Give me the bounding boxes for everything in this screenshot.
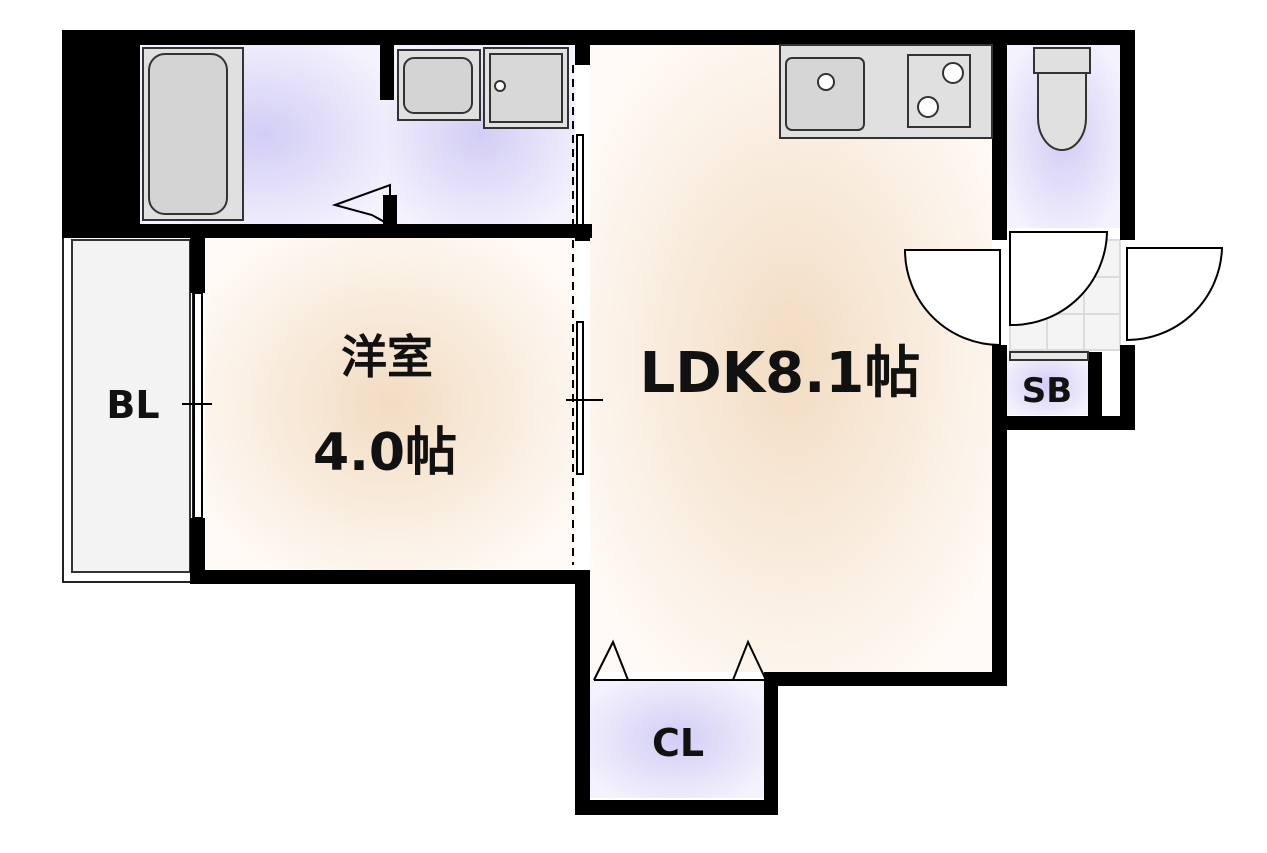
balcony — [62, 235, 194, 583]
ldk-label: LDK8.1帖 — [640, 341, 921, 406]
ldk-floor — [590, 45, 992, 672]
washbasin-icon — [397, 49, 481, 121]
walls — [62, 30, 1135, 815]
shoe-box-floor — [1006, 355, 1088, 415]
shoe-box-shelf — [1009, 351, 1089, 361]
kitchen-sink-icon — [785, 57, 865, 131]
western-room-size: 4.0帖 — [313, 423, 457, 483]
western-room-floor — [205, 238, 575, 570]
shoe-box-label: SB — [1022, 371, 1072, 411]
washing-machine-pan-icon — [483, 47, 569, 129]
toilet-icon — [1033, 47, 1091, 151]
closet-label: CL — [652, 721, 704, 765]
bathtub-icon — [142, 47, 244, 221]
western-room-name: 洋室 — [341, 330, 433, 384]
doors — [331, 183, 1224, 681]
balcony-label: BL — [106, 383, 159, 427]
closet-floor — [589, 680, 764, 798]
sliding-partitions — [182, 65, 603, 565]
stove-icon — [907, 54, 971, 128]
